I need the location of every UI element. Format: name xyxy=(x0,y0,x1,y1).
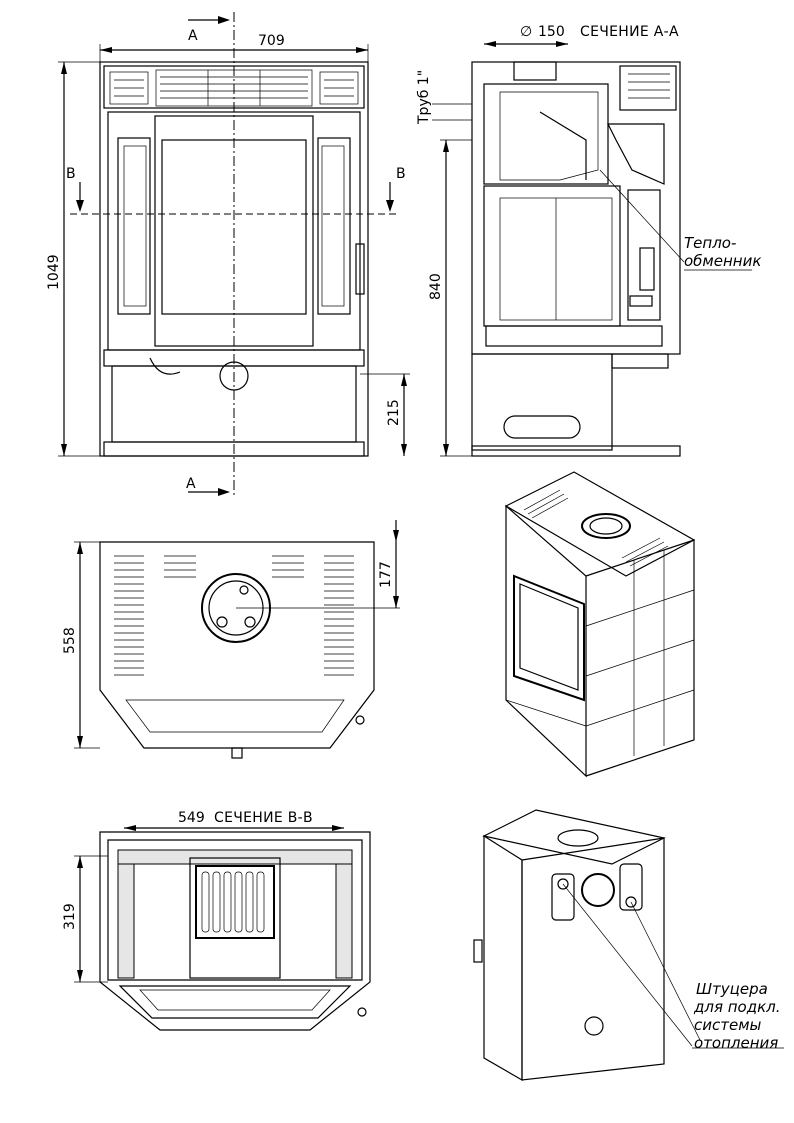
section-bb-view: 549 СЕЧЕНИЕ В-В 319 xyxy=(62,810,371,1031)
baffle-area xyxy=(483,83,609,185)
rear-iso-back xyxy=(521,837,665,1081)
fittings-note-4: отопления xyxy=(694,1034,778,1052)
heat-exchanger-panel xyxy=(627,189,661,321)
dim-1049: 1049 xyxy=(46,254,62,290)
base-plinth xyxy=(103,441,365,457)
grate-frame xyxy=(189,857,281,979)
rear-vent-round xyxy=(581,873,615,907)
pedestal-slot xyxy=(503,415,581,439)
iso-front-face xyxy=(505,504,587,778)
pipe-diameter-symbol: ∅ xyxy=(520,24,533,40)
dim-549: 549 xyxy=(178,810,205,826)
front-isometric xyxy=(504,471,696,778)
top-vents-right xyxy=(272,555,354,676)
ash-pan-section xyxy=(485,325,663,347)
rear-plate-left xyxy=(551,873,575,921)
section-mark-a-top: A xyxy=(188,28,198,44)
ash-pan-lever xyxy=(149,357,181,375)
section-mark-b-left: B xyxy=(66,166,76,182)
top-outline xyxy=(99,541,375,749)
rear-grille xyxy=(619,65,677,111)
section-mark-a-bottom: A xyxy=(186,476,196,492)
side-panel-left-inner xyxy=(123,145,147,307)
rear-iso-top xyxy=(482,809,666,865)
refractory-right xyxy=(335,849,353,979)
side-panel-right xyxy=(317,137,351,315)
top-vents-left xyxy=(114,555,196,676)
fittings-note-1: Штуцера xyxy=(696,980,768,998)
pipe-label: Труб 1" xyxy=(416,70,432,125)
side-panel-right-inner xyxy=(321,145,345,307)
rear-isometric: Штуцера для подкл. системы отопления xyxy=(473,809,784,1082)
dim-319: 319 xyxy=(62,903,78,930)
leader-fitting-right xyxy=(630,901,701,1041)
dim-709: 709 xyxy=(258,33,285,49)
rear-inlet xyxy=(584,1016,604,1036)
door-handle xyxy=(355,243,365,295)
dim-558: 558 xyxy=(62,627,78,654)
side-panel-left xyxy=(117,137,151,315)
heat-exchanger-label-2: обменник xyxy=(684,252,761,270)
dim-177: 177 xyxy=(378,561,394,588)
flue-outlet xyxy=(513,61,557,81)
firebox xyxy=(483,185,621,327)
top-view: 558 177 xyxy=(62,520,400,759)
front-view: A A B B 709 1049 215 xyxy=(46,12,410,498)
heat-exchanger-label-1: Тепло- xyxy=(684,234,736,252)
dim-840: 840 xyxy=(428,273,444,300)
iso-flue-collar xyxy=(581,513,631,539)
pedestal-section xyxy=(471,353,613,451)
fittings-note-3: системы xyxy=(694,1016,762,1034)
refractory-back xyxy=(117,849,353,865)
rear-iso-side xyxy=(483,834,523,1082)
leader-fitting-left xyxy=(562,883,693,1047)
iso-door xyxy=(513,574,585,702)
section-body xyxy=(471,61,681,355)
section-mark-b-right: B xyxy=(396,166,406,182)
fitting-left xyxy=(557,878,569,890)
section-bb-title: СЕЧЕНИЕ В-В xyxy=(214,810,313,826)
heat-exchanger-duct xyxy=(607,123,665,185)
iso-top xyxy=(504,471,696,577)
section-aa-view: ∅ 150 СЕЧЕНИЕ А-А Труб 1" xyxy=(416,24,761,457)
section-aa-title: СЕЧЕНИЕ А-А xyxy=(580,24,679,40)
fitting-right xyxy=(625,896,637,908)
dim-215: 215 xyxy=(386,399,402,426)
refractory-left xyxy=(117,849,135,979)
leader-heat-exchanger xyxy=(599,169,685,263)
pipe-diameter: 150 xyxy=(538,24,565,40)
rear-plate-right xyxy=(619,863,643,911)
grate xyxy=(195,865,275,939)
fittings-note-2: для подкл. xyxy=(693,998,781,1016)
